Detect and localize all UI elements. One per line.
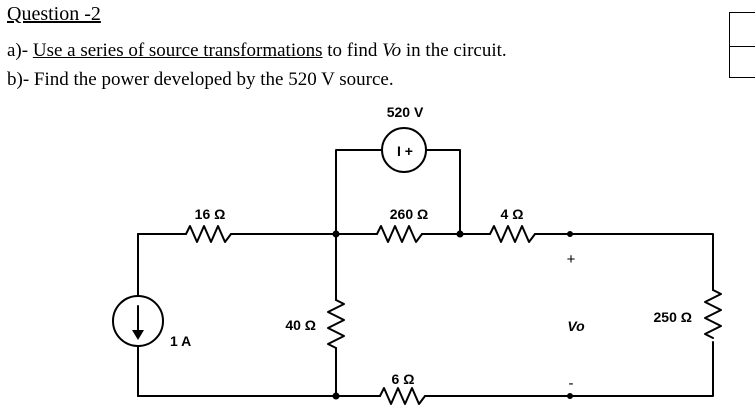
resistor-6 [379,387,426,405]
label-r250: 250 Ω [654,309,692,325]
current-source-circle [112,295,164,347]
voltage-source-circle [381,127,427,173]
resistor-40 [327,299,345,349]
resistor-260 [376,225,423,243]
vo-label: Vo [567,318,585,334]
node-top-right [456,230,464,238]
part-a-text: a)- Use a series of source transformatio… [7,40,507,62]
label-r40: 40 Ω [285,317,316,333]
part-a-middle: to find [322,40,383,61]
vo-minus-sign: - [569,375,574,392]
answer-box [729,12,755,78]
resistor-250 [704,289,722,339]
part-a-suffix: in the circuit. [401,40,507,61]
part-a-variable: Vo [382,40,402,61]
resistor-4 [489,225,536,243]
wire-source-loop [335,149,461,235]
current-source-label: 1 A [170,333,191,349]
vo-plus-sign: + [567,251,576,268]
part-a-underlined: Use a series of source transformations [32,40,323,61]
wire-bottom-right [424,341,714,397]
terminal-vo-minus [567,393,573,399]
part-b-text: b)- Find the power developed by the 520 … [7,69,394,90]
resistor-16 [185,225,232,243]
terminal-vo-plus [567,231,573,237]
current-source-arrow-head [132,330,144,340]
node-top-middle [332,230,340,238]
wire-4-to-right [534,233,714,291]
node-bottom-middle [332,392,340,400]
label-r260: 260 Ω [390,206,428,222]
voltage-source-polarity: I + [397,143,413,159]
label-r6: 6 Ω [392,371,415,387]
label-r4: 4 Ω [501,206,524,222]
voltage-source-label: 520 V [387,104,424,120]
label-r16: 16 Ω [195,206,226,222]
part-a-prefix: a)- [7,40,33,61]
question-heading: Question -2 [7,3,101,25]
answer-box-divider [730,46,755,47]
